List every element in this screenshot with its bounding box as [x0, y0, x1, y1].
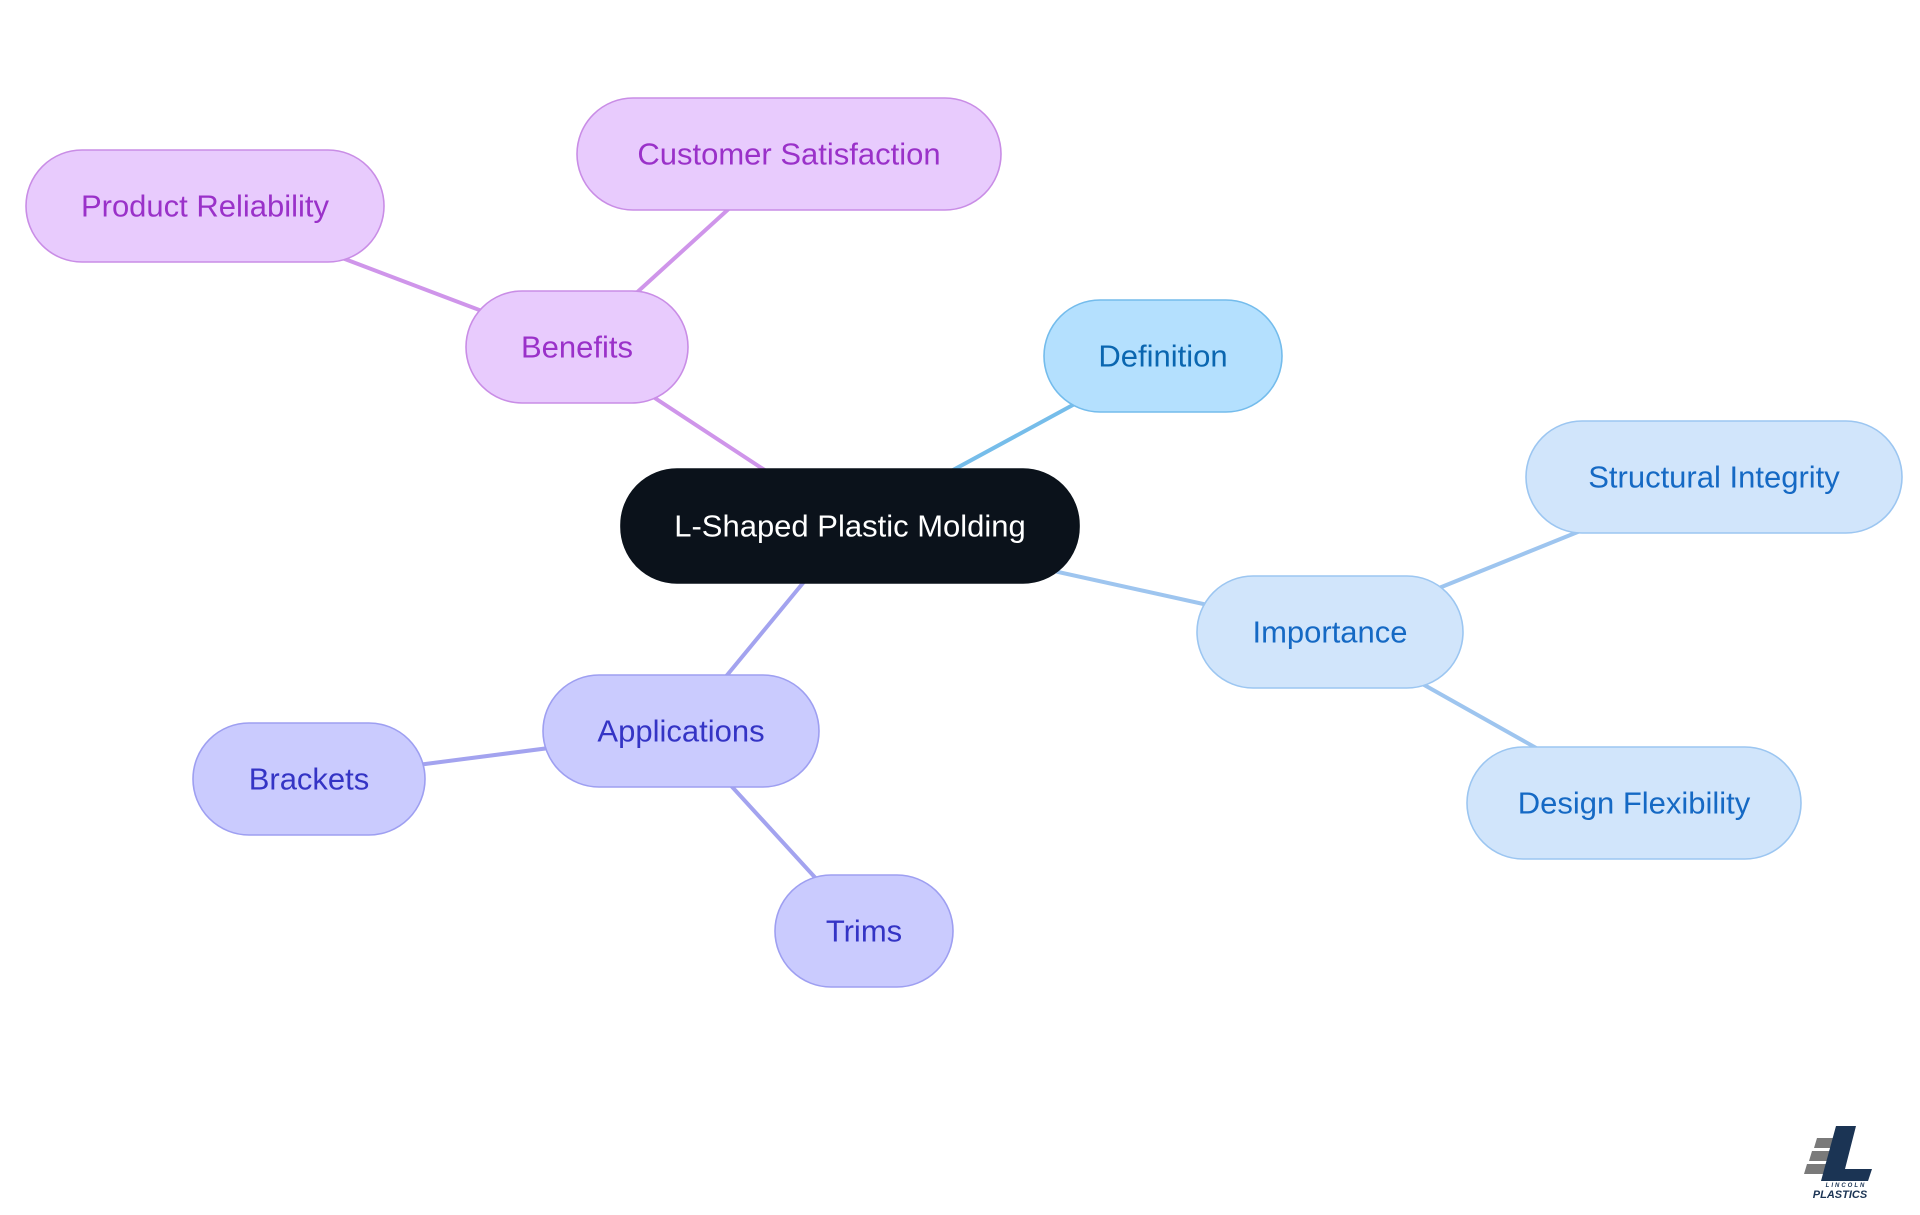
- node-trims: Trims: [774, 874, 954, 988]
- node-customer-satisfaction: Customer Satisfaction: [576, 97, 1002, 211]
- node-design-flexibility-box: [1466, 746, 1802, 860]
- node-definition-box: [1043, 299, 1283, 413]
- node-applications-box: [542, 674, 820, 788]
- node-definition: Definition: [1043, 299, 1283, 413]
- node-product-reliability-box: [25, 149, 385, 263]
- node-customer-satisfaction-box: [576, 97, 1002, 211]
- logo-line2: PLASTICS: [1813, 1189, 1868, 1201]
- node-benefits: Benefits: [465, 290, 689, 404]
- node-brackets-label: Brackets: [249, 762, 370, 797]
- node-customer-satisfaction-label: Customer Satisfaction: [637, 137, 940, 172]
- node-structural-integrity: Structural Integrity: [1525, 420, 1903, 534]
- node-structural-integrity-label: Structural Integrity: [1588, 460, 1840, 495]
- node-importance-box: [1196, 575, 1464, 689]
- node-product-reliability: Product Reliability: [25, 149, 385, 263]
- node-brackets-box: [192, 722, 426, 836]
- node-product-reliability-label: Product Reliability: [81, 189, 330, 224]
- logo-line1: LINCOLN: [1826, 1183, 1867, 1189]
- node-root-box: [620, 468, 1080, 584]
- node-importance: Importance: [1196, 575, 1464, 689]
- node-structural-integrity-box: [1525, 420, 1903, 534]
- node-brackets: Brackets: [192, 722, 426, 836]
- node-design-flexibility: Design Flexibility: [1466, 746, 1802, 860]
- node-benefits-label: Benefits: [521, 330, 633, 365]
- node-applications: Applications: [542, 674, 820, 788]
- logo-l-icon: [1821, 1126, 1872, 1181]
- node-applications-label: Applications: [597, 714, 764, 749]
- node-design-flexibility-label: Design Flexibility: [1518, 786, 1751, 821]
- node-definition-label: Definition: [1098, 339, 1227, 374]
- lincoln-plastics-logo: LINCOLN PLASTICS: [1804, 1126, 1872, 1201]
- mindmap-nodes: L-Shaped Plastic Molding Benefits Customer…: [25, 97, 1903, 988]
- node-trims-box: [774, 874, 954, 988]
- node-trims-label: Trims: [826, 914, 902, 949]
- node-root: L-Shaped Plastic Molding: [620, 468, 1080, 584]
- node-root-label: L-Shaped Plastic Molding: [674, 509, 1026, 544]
- node-importance-label: Importance: [1252, 615, 1407, 650]
- node-benefits-box: [465, 290, 689, 404]
